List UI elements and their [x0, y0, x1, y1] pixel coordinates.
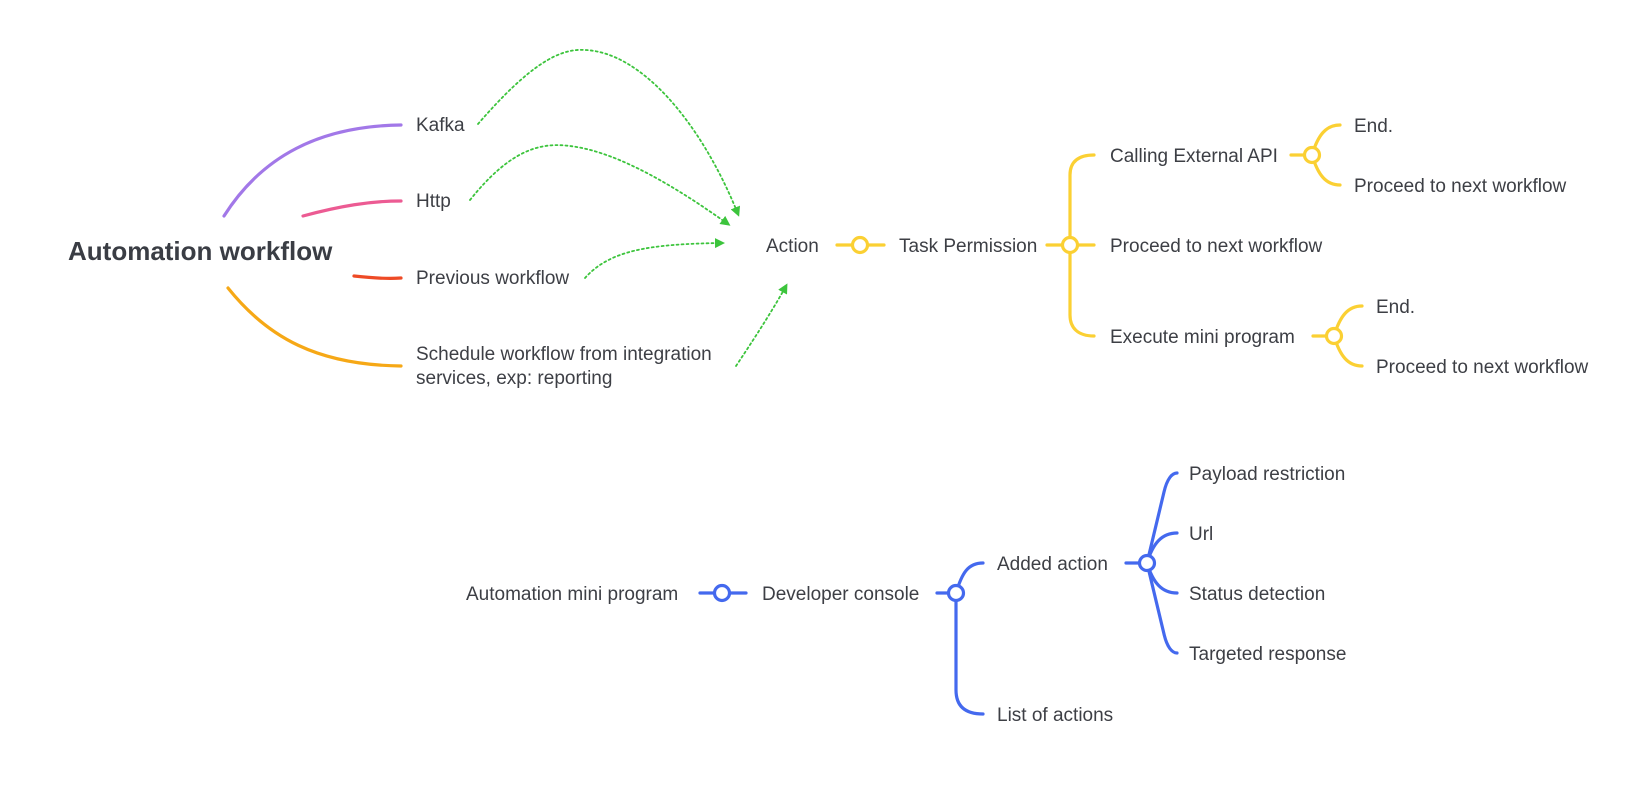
arrow-kafka-to-action: [477, 48, 741, 217]
branch-previous-workflow: [352, 274, 403, 280]
arrow-schedule-to-action: [735, 283, 788, 367]
calling-api-end-label[interactable]: End.: [1354, 116, 1393, 137]
calling-api-label[interactable]: Calling External API: [1110, 146, 1278, 167]
targeted-response-label[interactable]: Targeted response: [1189, 644, 1346, 665]
status-detection-label[interactable]: Status detection: [1189, 584, 1325, 605]
root-label[interactable]: Automation workflow: [68, 236, 333, 266]
knot-added-action[interactable]: [1137, 553, 1157, 573]
schedule-label-line1[interactable]: Schedule workflow from integration: [416, 344, 712, 365]
arrow-http-to-action: [469, 144, 731, 226]
execute-end-label[interactable]: End.: [1376, 297, 1415, 318]
knot-task-permission[interactable]: [1060, 235, 1080, 255]
branch-payload: [1145, 471, 1179, 565]
branch-http: [301, 199, 403, 218]
added-action-label[interactable]: Added action: [997, 554, 1108, 575]
task-permission-label[interactable]: Task Permission: [899, 236, 1037, 257]
list-of-actions-label[interactable]: List of actions: [997, 705, 1113, 726]
branch-execute-mini: [1068, 243, 1096, 338]
execute-mini-label[interactable]: Execute mini program: [1110, 327, 1295, 348]
branch-kafka: [222, 123, 403, 218]
developer-console-label[interactable]: Developer console: [762, 584, 919, 605]
action-label[interactable]: Action: [766, 236, 819, 257]
automation-mini-program-label[interactable]: Automation mini program: [466, 584, 678, 605]
url-label[interactable]: Url: [1189, 524, 1213, 545]
branch-list-of-actions: [954, 591, 985, 716]
arrow-previous-to-action: [584, 238, 725, 279]
branch-calling-api: [1068, 153, 1096, 247]
knot-developer-console[interactable]: [946, 583, 966, 603]
execute-proceed-label[interactable]: Proceed to next workflow: [1376, 357, 1589, 378]
knot-calling-api[interactable]: [1302, 145, 1322, 165]
branch-targeted: [1145, 561, 1179, 655]
knot-automation-mini[interactable]: [712, 583, 732, 603]
kafka-label[interactable]: Kafka: [416, 115, 465, 136]
http-label[interactable]: Http: [416, 191, 451, 212]
previous-workflow-label[interactable]: Previous workflow: [416, 268, 569, 289]
proceed-label[interactable]: Proceed to next workflow: [1110, 236, 1323, 257]
calling-api-proceed-label[interactable]: Proceed to next workflow: [1354, 176, 1567, 197]
knot-action[interactable]: [850, 235, 870, 255]
schedule-label-line2[interactable]: services, exp: reporting: [416, 368, 612, 389]
branch-schedule: [226, 286, 403, 368]
payload-restriction-label[interactable]: Payload restriction: [1189, 464, 1345, 485]
knot-execute-mini[interactable]: [1324, 326, 1344, 346]
